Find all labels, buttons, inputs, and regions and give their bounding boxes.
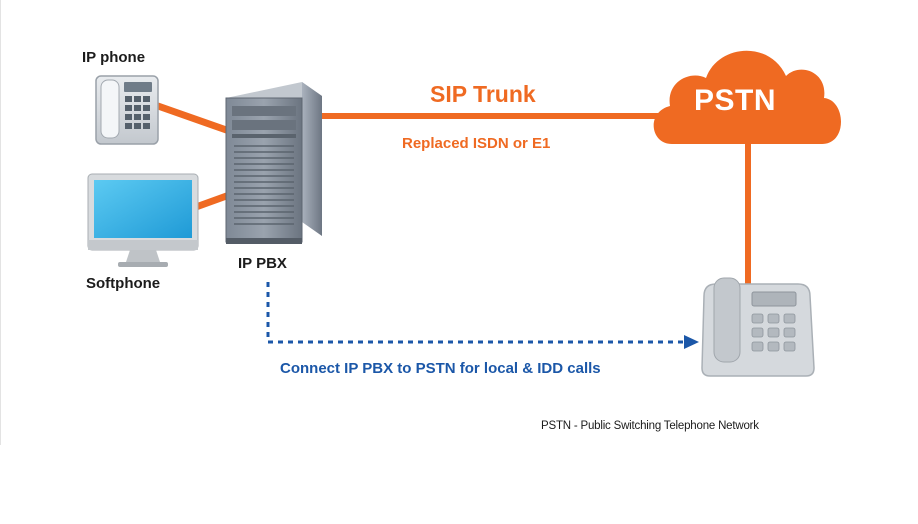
pstn-cloud-label: PSTN bbox=[694, 84, 777, 117]
server-tower-icon bbox=[225, 82, 322, 244]
sip-trunk-label: SIP Trunk bbox=[430, 81, 536, 107]
diagram-frame bbox=[0, 0, 1, 445]
monitor-icon bbox=[87, 173, 199, 267]
arrow-head-icon bbox=[684, 335, 699, 349]
ip-phone-to-pbx-line bbox=[154, 102, 236, 136]
ip-pbx-label: IP PBX bbox=[238, 255, 287, 272]
ip-phone-label: IP phone bbox=[82, 49, 146, 66]
office-phone-icon bbox=[701, 277, 815, 377]
local-call-path bbox=[266, 282, 699, 349]
connect-description: Connect IP PBX to PSTN for local & IDD c… bbox=[280, 360, 601, 377]
desk-phone-icon bbox=[95, 75, 159, 145]
cloud-icon bbox=[653, 50, 841, 144]
replaced-isdn-label: Replaced ISDN or E1 bbox=[402, 135, 551, 152]
softphone-label: Softphone bbox=[86, 275, 161, 292]
pstn-footnote: PSTN - Public Switching Telephone Networ… bbox=[541, 420, 759, 432]
